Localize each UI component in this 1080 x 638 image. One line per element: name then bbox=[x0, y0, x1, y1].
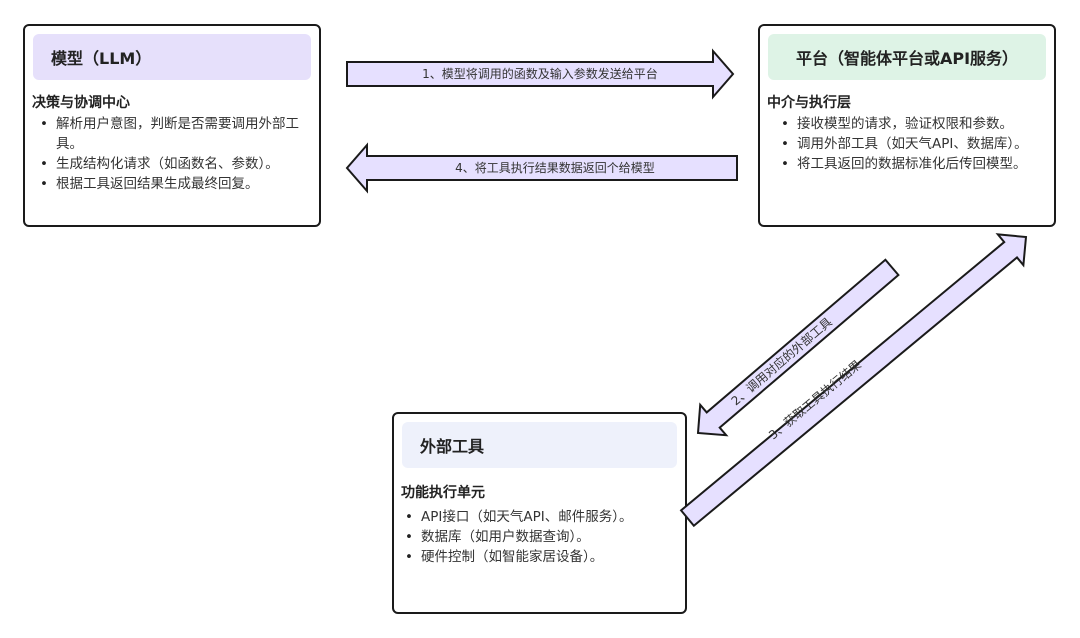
node-tools[interactable]: 外部工具 功能执行单元 API接口（如天气API、邮件服务）。 数据库（如用户数… bbox=[392, 412, 687, 614]
list-item: 硬件控制（如智能家居设备）。 bbox=[397, 547, 679, 567]
node-llm[interactable]: 模型（LLM） 决策与协调中心 解析用户意图，判断是否需要调用外部工具。 生成结… bbox=[23, 24, 321, 227]
node-platform-list: 接收模型的请求，验证权限和参数。 调用外部工具（如天气API、数据库）。 将工具… bbox=[773, 114, 1048, 174]
node-tools-subtitle: 功能执行单元 bbox=[401, 485, 485, 501]
node-tools-list: API接口（如天气API、邮件服务）。 数据库（如用户数据查询）。 硬件控制（如… bbox=[397, 507, 679, 567]
edge-step1[interactable]: 1、模型将调用的函数及输入参数发送给平台 bbox=[346, 48, 735, 100]
edge-step2-arrow bbox=[696, 258, 900, 437]
edge-step1-arrow bbox=[346, 48, 735, 100]
edge-step3-arrow bbox=[679, 233, 1028, 528]
list-item: 接收模型的请求，验证权限和参数。 bbox=[773, 114, 1048, 134]
node-llm-list: 解析用户意图，判断是否需要调用外部工具。 生成结构化请求（如函数名、参数）。 根… bbox=[32, 114, 313, 194]
list-item: 生成结构化请求（如函数名、参数）。 bbox=[32, 154, 313, 174]
node-platform-subtitle: 中介与执行层 bbox=[767, 95, 851, 111]
node-platform-title: 平台（智能体平台或API服务） bbox=[795, 49, 1019, 68]
node-llm-title: 模型（LLM） bbox=[51, 49, 152, 68]
edge-step3[interactable] bbox=[675, 222, 1039, 534]
list-item: API接口（如天气API、邮件服务）。 bbox=[397, 507, 679, 527]
edge-step4[interactable]: 4、将工具执行结果数据返回个给模型 bbox=[345, 142, 738, 194]
list-item: 将工具返回的数据标准化后传回模型。 bbox=[773, 154, 1048, 174]
edge-step1-label: 1、模型将调用的函数及输入参数发送给平台 bbox=[422, 66, 658, 81]
list-item: 根据工具返回结果生成最终回复。 bbox=[32, 174, 313, 194]
list-item: 调用外部工具（如天气API、数据库）。 bbox=[773, 134, 1048, 154]
edge-step4-arrow bbox=[345, 142, 738, 194]
node-llm-header: 模型（LLM） bbox=[33, 34, 311, 80]
list-item: 数据库（如用户数据查询）。 bbox=[397, 527, 679, 547]
node-llm-subtitle: 决策与协调中心 bbox=[32, 95, 130, 111]
node-tools-header: 外部工具 bbox=[402, 422, 677, 468]
list-item: 解析用户意图，判断是否需要调用外部工具。 bbox=[32, 114, 313, 154]
edge-step4-label: 4、将工具执行结果数据返回个给模型 bbox=[455, 160, 655, 175]
node-platform-header: 平台（智能体平台或API服务） bbox=[768, 34, 1046, 80]
node-platform[interactable]: 平台（智能体平台或API服务） 中介与执行层 接收模型的请求，验证权限和参数。 … bbox=[758, 24, 1056, 227]
node-tools-title: 外部工具 bbox=[420, 437, 485, 456]
